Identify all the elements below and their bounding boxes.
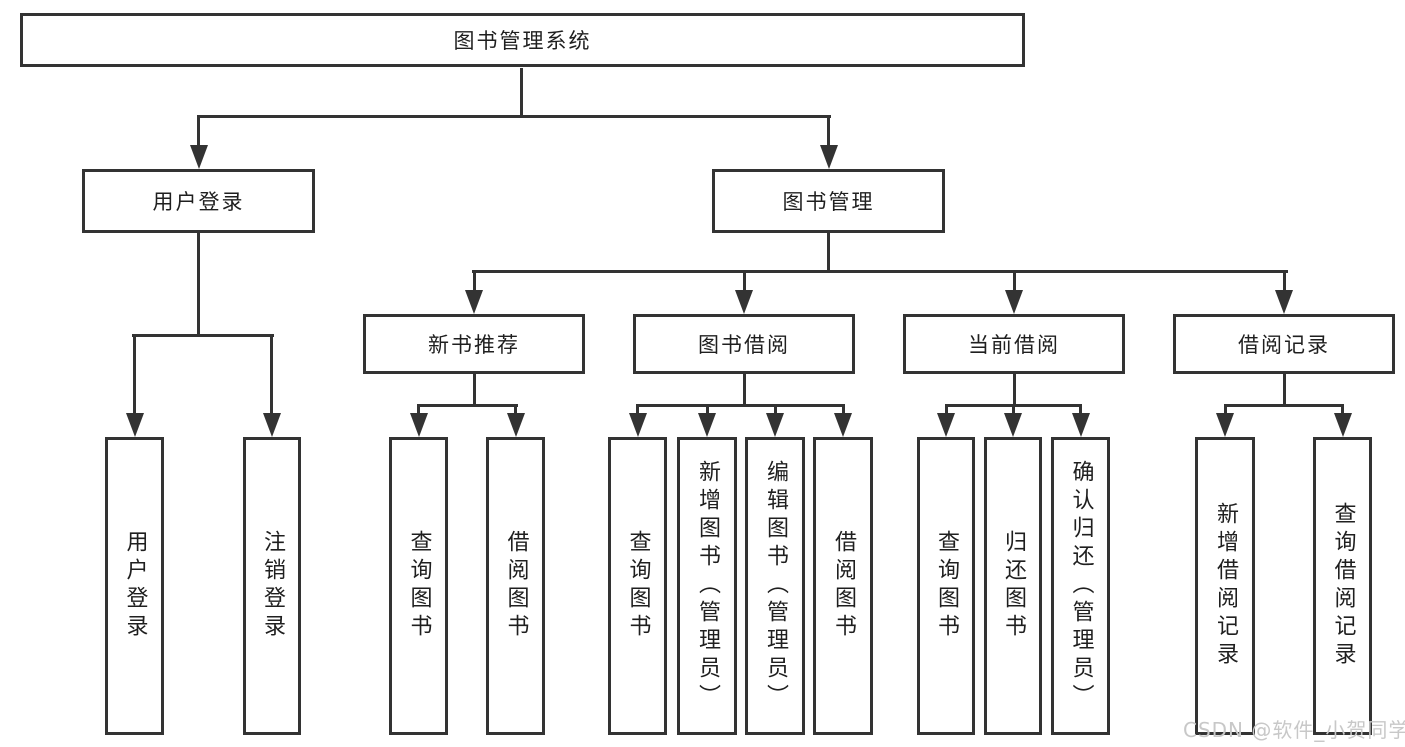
leaf-confirm-return-admin: 确认归还（管理员） bbox=[1051, 437, 1110, 735]
connector-borrow-records-crossbar bbox=[1224, 404, 1344, 407]
leaf-edit-books-admin: 编辑图书（管理员） bbox=[745, 437, 805, 735]
arrow-down-icon bbox=[410, 413, 428, 437]
leaf-logout: 注销登录 bbox=[243, 437, 301, 735]
leaf-add-borrow-record: 新增借阅记录 bbox=[1195, 437, 1255, 735]
connector-stem bbox=[1079, 404, 1082, 416]
arrow-down-icon bbox=[126, 413, 144, 437]
leaf-add-books-admin: 新增图书（管理员） bbox=[677, 437, 737, 735]
connector-current-borrow-trunk bbox=[1013, 374, 1016, 407]
connector-stem-leaf-user-login bbox=[133, 334, 136, 414]
connector-stem bbox=[514, 404, 517, 416]
node-book-borrowing: 图书借阅 bbox=[633, 314, 855, 374]
arrow-down-icon bbox=[1004, 413, 1022, 437]
connector-stem-user-login bbox=[197, 115, 200, 150]
node-library-management-system: 图书管理系统 bbox=[20, 13, 1025, 67]
connector-stem bbox=[1012, 404, 1015, 416]
connector-stem bbox=[636, 404, 639, 416]
connector-stem bbox=[774, 404, 777, 416]
connector-stem bbox=[842, 404, 845, 416]
node-user-login: 用户登录 bbox=[82, 169, 315, 233]
arrow-down-icon bbox=[1216, 413, 1234, 437]
connector-new-book-crossbar bbox=[417, 404, 518, 407]
arrow-down-icon bbox=[834, 413, 852, 437]
leaf-borrow-books: 借阅图书 bbox=[813, 437, 873, 735]
arrow-down-icon bbox=[937, 413, 955, 437]
connector-stem-borrow-records bbox=[1283, 270, 1286, 292]
connector-book-management-crossbar bbox=[472, 270, 1288, 273]
csdn-watermark: CSDN @软件_小贺同学 bbox=[1183, 718, 1405, 742]
leaf-borrow-books-recommend: 借阅图书 bbox=[486, 437, 545, 735]
arrow-down-icon bbox=[1005, 290, 1023, 314]
connector-user-login-crossbar bbox=[132, 334, 274, 337]
connector-borrow-records-trunk bbox=[1283, 374, 1286, 407]
arrow-down-icon bbox=[820, 145, 838, 169]
connector-stem-new-book bbox=[473, 270, 476, 292]
connector-book-management-trunk bbox=[827, 233, 830, 273]
leaf-user-login: 用户登录 bbox=[105, 437, 164, 735]
node-borrowing-records: 借阅记录 bbox=[1173, 314, 1395, 374]
connector-stem bbox=[1341, 404, 1344, 416]
arrow-down-icon bbox=[507, 413, 525, 437]
connector-stem bbox=[1224, 404, 1227, 416]
arrow-down-icon bbox=[263, 413, 281, 437]
arrow-down-icon bbox=[1072, 413, 1090, 437]
connector-stem bbox=[706, 404, 709, 416]
arrow-down-icon bbox=[698, 413, 716, 437]
connector-stem bbox=[945, 404, 948, 416]
arrow-down-icon bbox=[629, 413, 647, 437]
arrow-down-icon bbox=[465, 290, 483, 314]
leaf-query-books-current: 查询图书 bbox=[917, 437, 975, 735]
arrow-down-icon bbox=[735, 290, 753, 314]
leaf-query-borrow-record: 查询借阅记录 bbox=[1313, 437, 1372, 735]
connector-stem-current-borrow bbox=[1013, 270, 1016, 292]
connector-new-book-trunk bbox=[473, 374, 476, 407]
connector-stem bbox=[417, 404, 420, 416]
arrow-down-icon bbox=[1334, 413, 1352, 437]
arrow-down-icon bbox=[190, 145, 208, 169]
connector-stem-book-borrow bbox=[743, 270, 746, 292]
connector-user-login-trunk bbox=[197, 233, 200, 337]
leaf-query-books-recommend: 查询图书 bbox=[389, 437, 448, 735]
connector-book-borrow-crossbar bbox=[636, 404, 845, 407]
node-book-management: 图书管理 bbox=[712, 169, 945, 233]
connector-stem-leaf-logout bbox=[270, 334, 273, 414]
connector-book-borrow-trunk bbox=[743, 374, 746, 407]
connector-stem-book-management bbox=[827, 115, 830, 150]
arrow-down-icon bbox=[766, 413, 784, 437]
arrow-down-icon bbox=[1275, 290, 1293, 314]
leaf-query-books-borrow: 查询图书 bbox=[608, 437, 667, 735]
node-new-book-recommendation: 新书推荐 bbox=[363, 314, 585, 374]
connector-root-trunk bbox=[520, 68, 523, 118]
leaf-return-books: 归还图书 bbox=[984, 437, 1042, 735]
node-current-borrowing: 当前借阅 bbox=[903, 314, 1125, 374]
connector-root-crossbar bbox=[197, 115, 831, 118]
